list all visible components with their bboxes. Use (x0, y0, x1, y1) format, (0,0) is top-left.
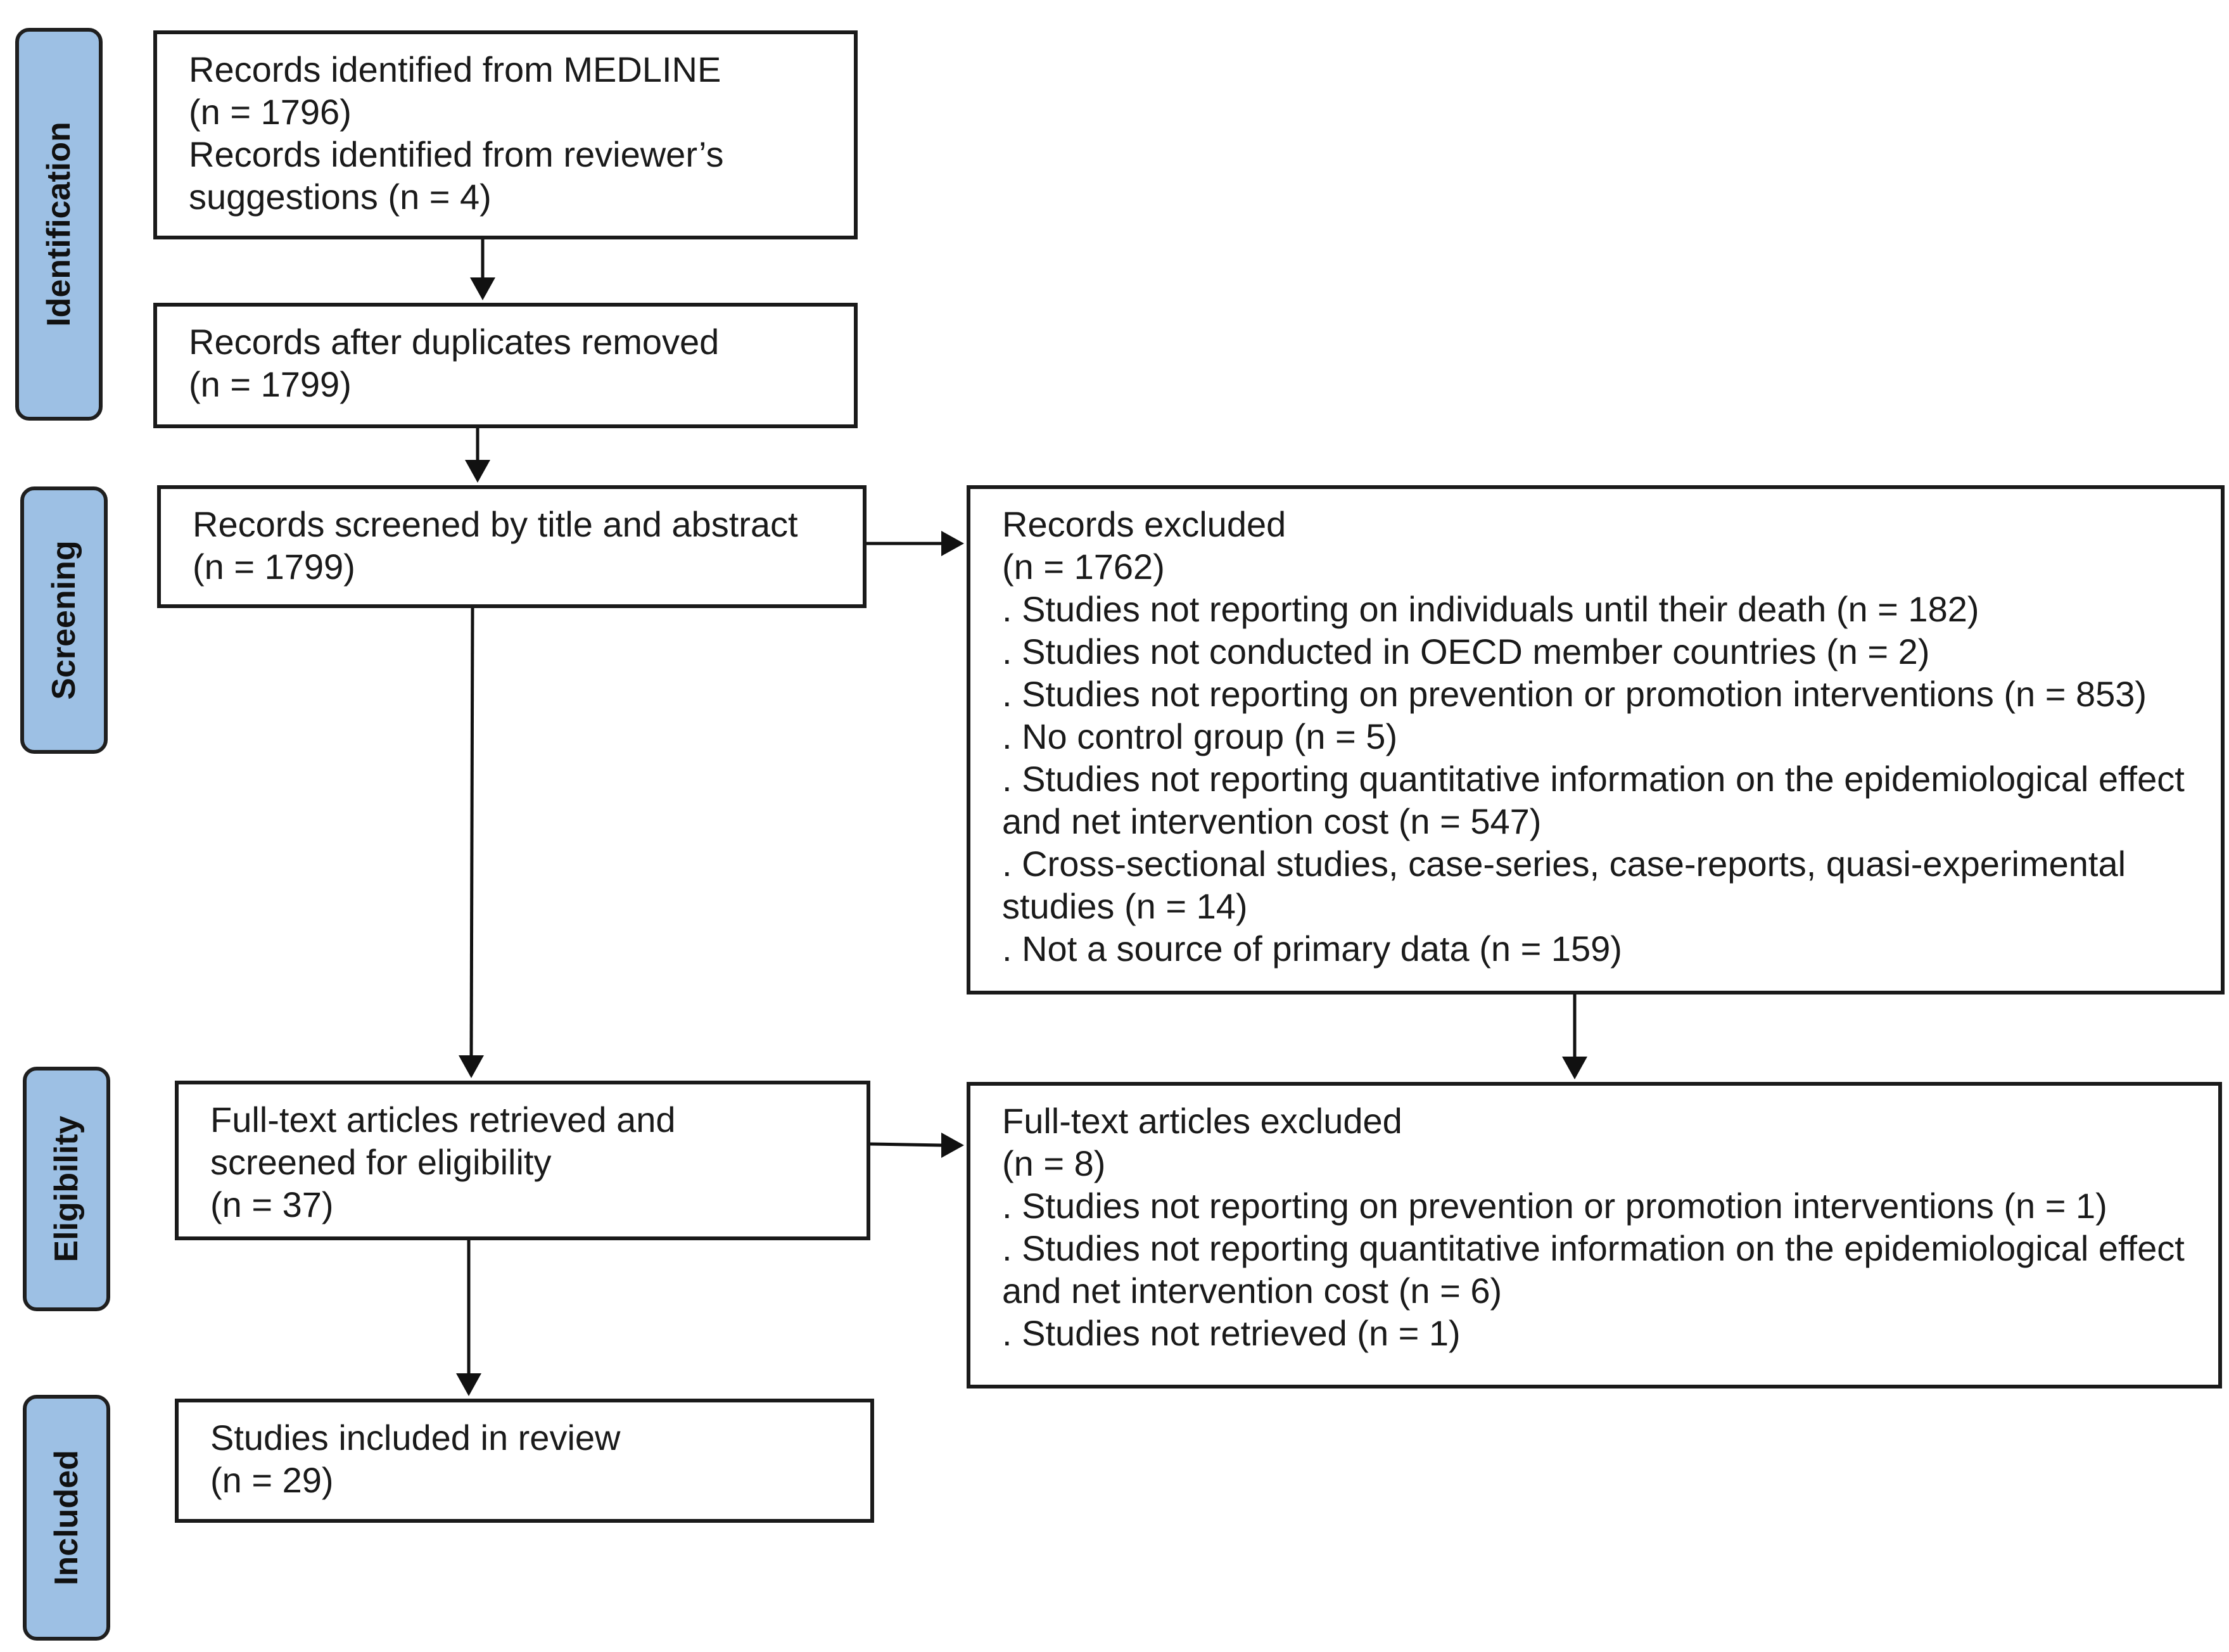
included-count: (n = 29) (210, 1460, 334, 1500)
arrow-screened-to-fulltext (469, 607, 474, 1057)
arrowhead (470, 277, 495, 300)
records-excluded-count: (n = 1762) (1002, 547, 1165, 587)
fulltext-count: (n = 37) (210, 1185, 334, 1224)
prisma-flow-diagram: Identification Screening Eligibility Inc… (15, 0, 2229, 1652)
fulltext-exclusion-reason: . Studies not retrieved (n = 1) (1002, 1313, 1461, 1353)
fulltext-excluded-count: (n = 8) (1002, 1143, 1106, 1183)
arrowhead (941, 1133, 964, 1158)
records-identified-reviewer-count: suggestions (n = 4) (189, 177, 492, 217)
arrowhead (941, 531, 964, 556)
screened-label: Records screened by title and abstract (193, 504, 798, 544)
fulltext-excluded-box: Full-text articles excluded (n = 8) . St… (967, 1082, 2222, 1388)
exclusion-reason: . Not a source of primary data (n = 159) (1002, 929, 1622, 969)
stage-label-identification: Identification (15, 28, 103, 421)
records-identified-box: Records identified from MEDLINE (n = 179… (153, 30, 858, 239)
exclusion-reason: . No control group (n = 5) (1002, 716, 1398, 756)
stage-label-included: Included (23, 1395, 110, 1641)
arrowhead (465, 460, 490, 483)
records-after-duplicates-box: Records after duplicates removed (n = 17… (153, 303, 858, 428)
exclusion-reason: . Studies not reporting quantitative inf… (1002, 759, 2185, 841)
fulltext-exclusion-reason: . Studies not reporting on prevention or… (1002, 1186, 2107, 1226)
arrowhead (1562, 1057, 1587, 1079)
arrow-fulltext-to-fulltext-excluded (870, 1142, 943, 1147)
fulltext-label-2: screened for eligibility (210, 1142, 552, 1182)
screened-count: (n = 1799) (193, 547, 355, 587)
exclusion-reason: . Studies not reporting on prevention or… (1002, 674, 2147, 714)
records-screened-box: Records screened by title and abstract (… (157, 485, 867, 608)
flow-arrows (456, 239, 1587, 1396)
records-identified-medline: Records identified from MEDLINE (189, 49, 721, 89)
arrowhead (456, 1373, 481, 1396)
fulltext-excluded-title: Full-text articles excluded (1002, 1101, 1402, 1141)
records-identified-reviewer: Records identified from reviewer’s (189, 134, 724, 174)
fulltext-label-1: Full-text articles retrieved and (210, 1100, 676, 1140)
records-identified-medline-count: (n = 1796) (189, 92, 352, 132)
arrowhead (459, 1055, 484, 1078)
records-excluded-title: Records excluded (1002, 504, 1286, 544)
stage-label-eligibility: Eligibility (23, 1067, 110, 1311)
exclusion-reason: . Cross-sectional studies, case-series, … (1002, 844, 2126, 926)
exclusion-reason: . Studies not reporting on individuals u… (1002, 589, 1979, 629)
after-duplicates-label: Records after duplicates removed (189, 322, 720, 362)
records-excluded-box: Records excluded (n = 1762) . Studies no… (967, 485, 2225, 994)
included-label: Studies included in review (210, 1418, 621, 1458)
studies-included-box: Studies included in review (n = 29) (175, 1399, 874, 1523)
fulltext-exclusion-reason: . Studies not reporting quantitative inf… (1002, 1228, 2185, 1311)
after-duplicates-count: (n = 1799) (189, 364, 352, 404)
stage-label-screening: Screening (20, 486, 108, 754)
exclusion-reason: . Studies not conducted in OECD member c… (1002, 632, 1930, 671)
fulltext-screened-box: Full-text articles retrieved and screene… (175, 1081, 870, 1240)
